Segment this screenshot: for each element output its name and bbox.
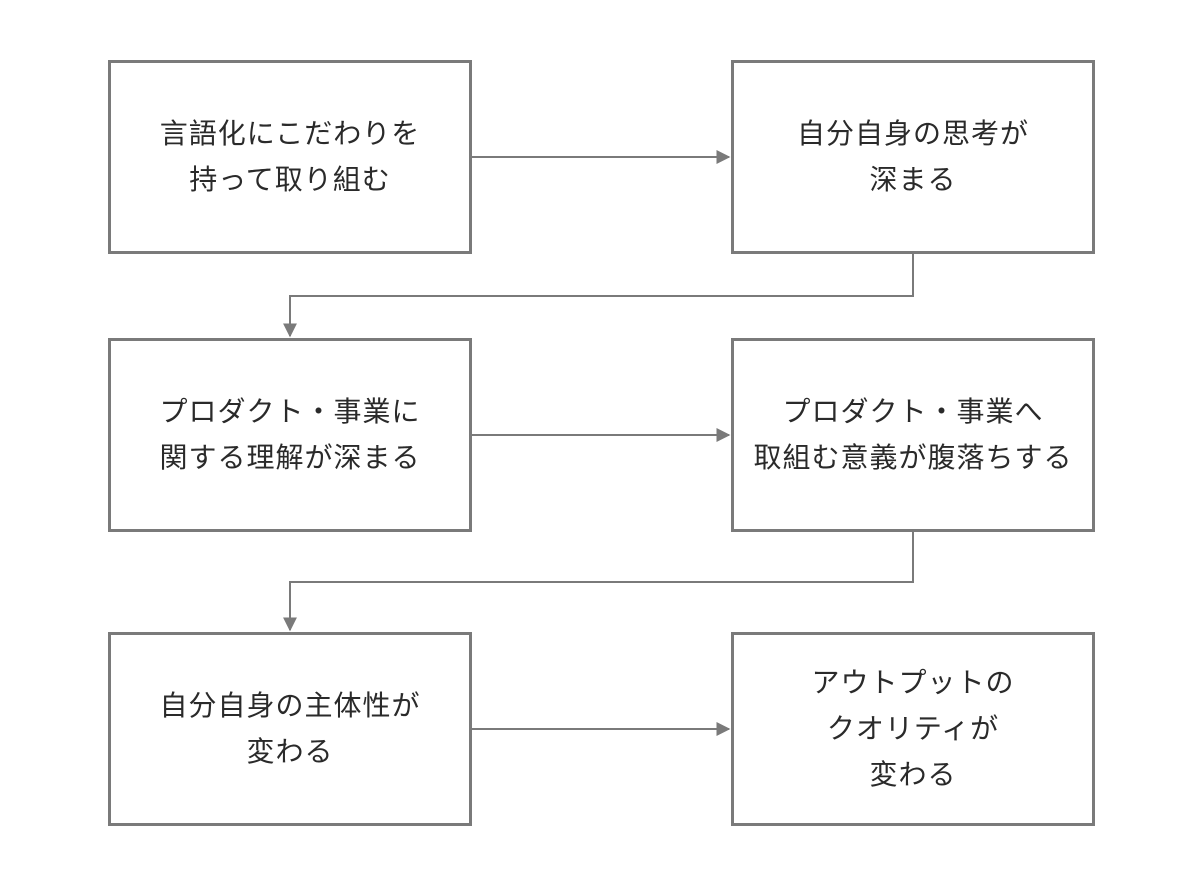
flow-node-output-quality-changes: アウトプットの クオリティが 変わる xyxy=(731,632,1095,826)
node-label-line: 変わる xyxy=(869,758,957,791)
flow-node-meaning-sinks-in: プロダクト・事業へ 取組む意義が腹落ちする xyxy=(731,338,1095,532)
flow-node-deeper-product-understanding: プロダクト・事業に 関する理解が深まる xyxy=(108,338,472,532)
arrow-node-4-to-node-5 xyxy=(283,532,914,632)
node-label-line: 自分自身の主体性が xyxy=(159,689,421,722)
flow-node-ownership-changes: 自分自身の主体性が 変わる xyxy=(108,632,472,826)
arrow-node-2-to-node-3 xyxy=(283,254,914,338)
node-label-line: アウトプットの xyxy=(811,666,1015,699)
node-label-line: 変わる xyxy=(246,735,334,768)
node-label-line: 深まる xyxy=(869,163,957,196)
flow-node-deeper-own-thinking: 自分自身の思考が 深まる xyxy=(731,60,1095,254)
node-label-line: 取組む意義が腹落ちする xyxy=(753,441,1073,474)
node-label-line: 自分自身の思考が xyxy=(796,117,1029,150)
flow-node-commit-to-verbalization: 言語化にこだわりを 持って取り組む xyxy=(108,60,472,254)
node-label: 自分自身の主体性が 変わる xyxy=(159,683,420,775)
node-label: 言語化にこだわりを 持って取り組む xyxy=(160,111,420,203)
node-label-line: 言語化にこだわりを xyxy=(159,117,421,150)
node-label-line: 関する理解が深まる xyxy=(159,441,421,474)
node-label-line: クオリティが xyxy=(826,712,1000,745)
node-label: プロダクト・事業へ 取組む意義が腹落ちする xyxy=(753,389,1072,481)
node-label-line: プロダクト・事業に xyxy=(159,395,421,428)
node-label: アウトプットの クオリティが 変わる xyxy=(811,660,1014,798)
node-label-line: 持って取り組む xyxy=(189,163,391,196)
node-label: 自分自身の思考が 深まる xyxy=(797,111,1029,203)
node-label: プロダクト・事業に 関する理解が深まる xyxy=(159,389,420,481)
node-label-line: プロダクト・事業へ xyxy=(782,395,1044,428)
